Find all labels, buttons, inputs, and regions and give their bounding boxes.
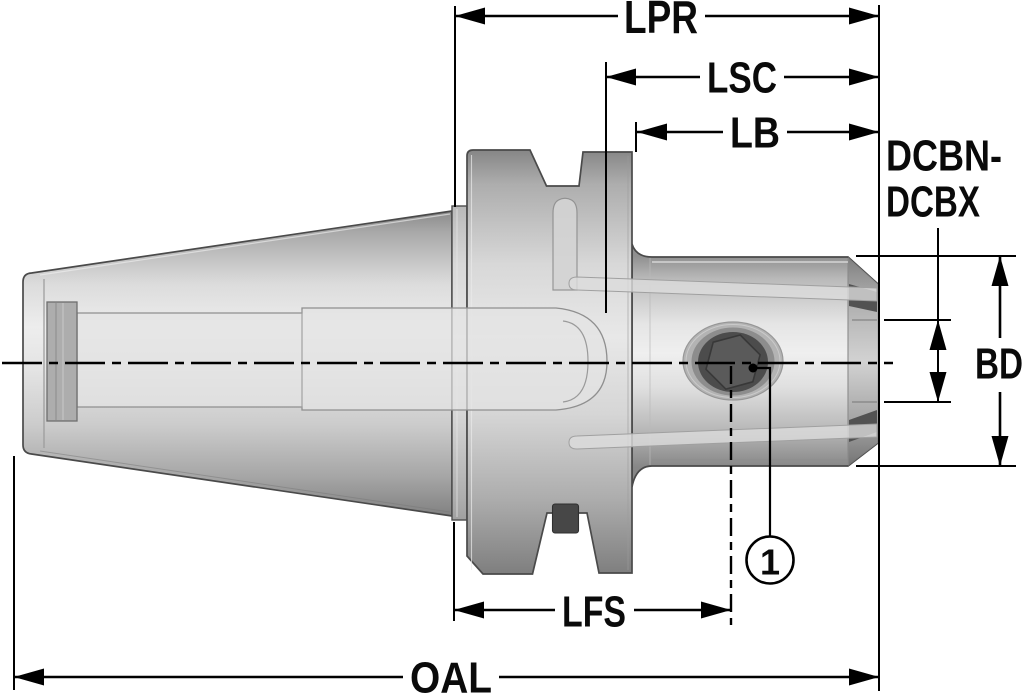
dim-lb	[637, 123, 879, 141]
dim-label-oal: OAL	[410, 654, 492, 696]
dim-label-lsc: LSC	[707, 54, 777, 103]
arrowhead	[929, 320, 947, 350]
dim-oal	[14, 668, 879, 686]
arrowhead	[991, 256, 1009, 286]
arrowhead	[637, 123, 667, 141]
leader-line	[753, 366, 772, 536]
dim-label-lb: LB	[730, 109, 780, 158]
dim-lpr	[455, 7, 879, 25]
dim-label-lfs: LFS	[562, 588, 626, 637]
dim-label-bd: BD	[975, 340, 1023, 389]
arrowhead	[701, 601, 731, 619]
dim-lfs	[454, 601, 731, 619]
extension-lines	[13, 5, 1016, 691]
taper-top-highlight	[39, 213, 451, 276]
set-screw	[682, 321, 784, 401]
dimensions	[13, 5, 1016, 691]
dim-bore-diameter	[929, 320, 947, 402]
bore-inner-dome	[562, 320, 589, 403]
arrowhead	[849, 668, 879, 686]
callout-number: 1	[760, 542, 780, 583]
coolant-channel-upper	[568, 276, 878, 302]
centerlines	[2, 361, 893, 625]
arrowhead	[849, 7, 879, 25]
groove-post	[552, 197, 578, 291]
dim-lsc	[606, 68, 879, 86]
dim-bd	[991, 256, 1009, 466]
dimension-labels: LPR LSC LB DCBN- DCBX BD LFS OAL 1	[410, 0, 1023, 696]
pilot-ring	[46, 301, 78, 422]
arrowhead	[849, 68, 879, 86]
bore-label-line2: DCBX	[886, 178, 980, 227]
arrowhead	[14, 668, 44, 686]
taper-bottom-shadow	[39, 450, 451, 513]
coolant-channel-lower	[568, 423, 878, 450]
arrowhead	[849, 123, 879, 141]
arrowhead	[606, 68, 636, 86]
callout-balloon	[745, 535, 795, 585]
bore-label-line1: DCBN-	[886, 132, 1002, 181]
groove-plug	[551, 503, 580, 534]
dim-label-lpr: LPR	[624, 0, 698, 43]
arrowhead	[991, 436, 1009, 466]
arrowhead	[929, 372, 947, 402]
internal-bore	[76, 307, 608, 411]
arrowhead	[455, 7, 485, 25]
arrowhead	[454, 601, 484, 619]
callout-leader	[745, 363, 795, 585]
